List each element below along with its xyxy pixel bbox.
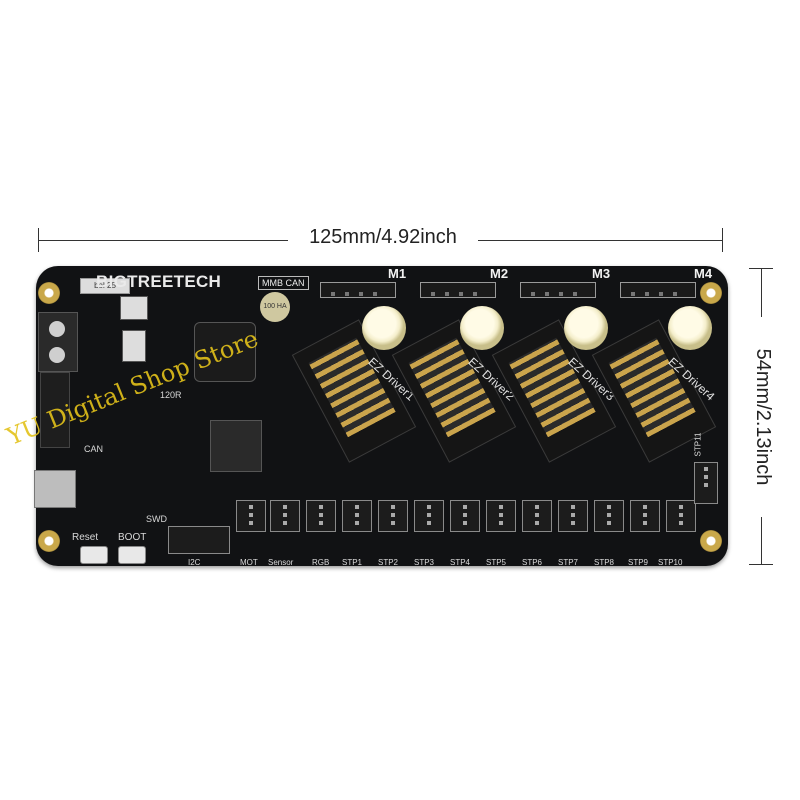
port-label-stp3: STP3 (414, 558, 435, 567)
model-label: MMB CAN (258, 276, 309, 290)
brand-logo: BIGTREETECH (96, 272, 222, 291)
stp3-connector[interactable] (414, 500, 444, 532)
reset-button[interactable] (80, 546, 108, 564)
mounting-hole-top-right (700, 282, 722, 304)
mounting-hole-bottom-right (700, 530, 722, 552)
voltage-regulator (120, 296, 148, 320)
port-label-stp10: STP10 (658, 558, 683, 567)
stp11-connector[interactable] (694, 462, 718, 504)
port-label-stp2: STP2 (378, 558, 399, 567)
height-dimension-tick-top (749, 268, 773, 269)
port-label-sensor: Sensor (268, 558, 294, 567)
mounting-hole-bottom-left (38, 530, 60, 552)
height-dimension-label: 54mm/2.13inch (748, 317, 774, 517)
motor-header-m4[interactable] (620, 282, 696, 298)
port-label-stp4: STP4 (450, 558, 471, 567)
fuse: bel 25 (80, 278, 130, 294)
regulator-2 (122, 330, 146, 362)
port-label-stp9: STP9 (628, 558, 649, 567)
width-dimension-tick-left (38, 228, 39, 252)
small-capacitor: 100 HA (260, 292, 290, 322)
swd-label: SWD (146, 514, 167, 524)
port-label-stp5: STP5 (486, 558, 507, 567)
usb-port (34, 470, 76, 508)
motor-label-m4: M4 (694, 266, 713, 281)
inductor (194, 322, 256, 382)
width-dimension-label: 125mm/4.92inch (288, 226, 478, 249)
power-terminal-block (38, 312, 78, 372)
stp4-connector[interactable] (450, 500, 480, 532)
resistor-label: 120R (160, 390, 182, 400)
stp6-connector[interactable] (522, 500, 552, 532)
port-label-stp7: STP7 (558, 558, 579, 567)
stp10-connector[interactable] (666, 500, 696, 532)
port-label-mot: MOT (240, 558, 258, 567)
port-label-i2c: I2C (188, 558, 201, 567)
capacitor-1 (362, 306, 406, 350)
port-label-stp6: STP6 (522, 558, 543, 567)
port-label-rgb: RGB (312, 558, 330, 567)
stp5-connector[interactable] (486, 500, 516, 532)
port-label-stp11: STP11 (693, 432, 703, 457)
mcu-chip (210, 420, 262, 472)
motor-label-m3: M3 (592, 266, 611, 281)
motor-header-m3[interactable] (520, 282, 596, 298)
height-dimension-tick-bottom (749, 564, 773, 565)
can-label: CAN (84, 444, 104, 454)
reset-label: Reset (72, 532, 99, 543)
port-label-stp1: STP1 (342, 558, 363, 567)
motor-header-m1[interactable] (320, 282, 396, 298)
motor-label-m2: M2 (490, 266, 509, 281)
width-dimension-tick-right (722, 228, 723, 252)
stp9-connector[interactable] (630, 500, 660, 532)
mounting-hole-top-left (38, 282, 60, 304)
mot-connector[interactable] (236, 500, 266, 532)
i2c-connector[interactable] (168, 526, 230, 554)
capacitor-3 (564, 306, 608, 350)
port-label-stp8: STP8 (594, 558, 615, 567)
capacitor-2 (460, 306, 504, 350)
motor-label-m1: M1 (388, 266, 407, 281)
capacitor-4 (668, 306, 712, 350)
stp1-connector[interactable] (342, 500, 372, 532)
stp7-connector[interactable] (558, 500, 588, 532)
boot-label: BOOT (118, 532, 147, 543)
boot-button[interactable] (118, 546, 146, 564)
motor-header-m2[interactable] (420, 282, 496, 298)
stp2-connector[interactable] (378, 500, 408, 532)
rgb-connector[interactable] (306, 500, 336, 532)
stp8-connector[interactable] (594, 500, 624, 532)
sensor-connector[interactable] (270, 500, 300, 532)
can-connector (40, 372, 70, 448)
